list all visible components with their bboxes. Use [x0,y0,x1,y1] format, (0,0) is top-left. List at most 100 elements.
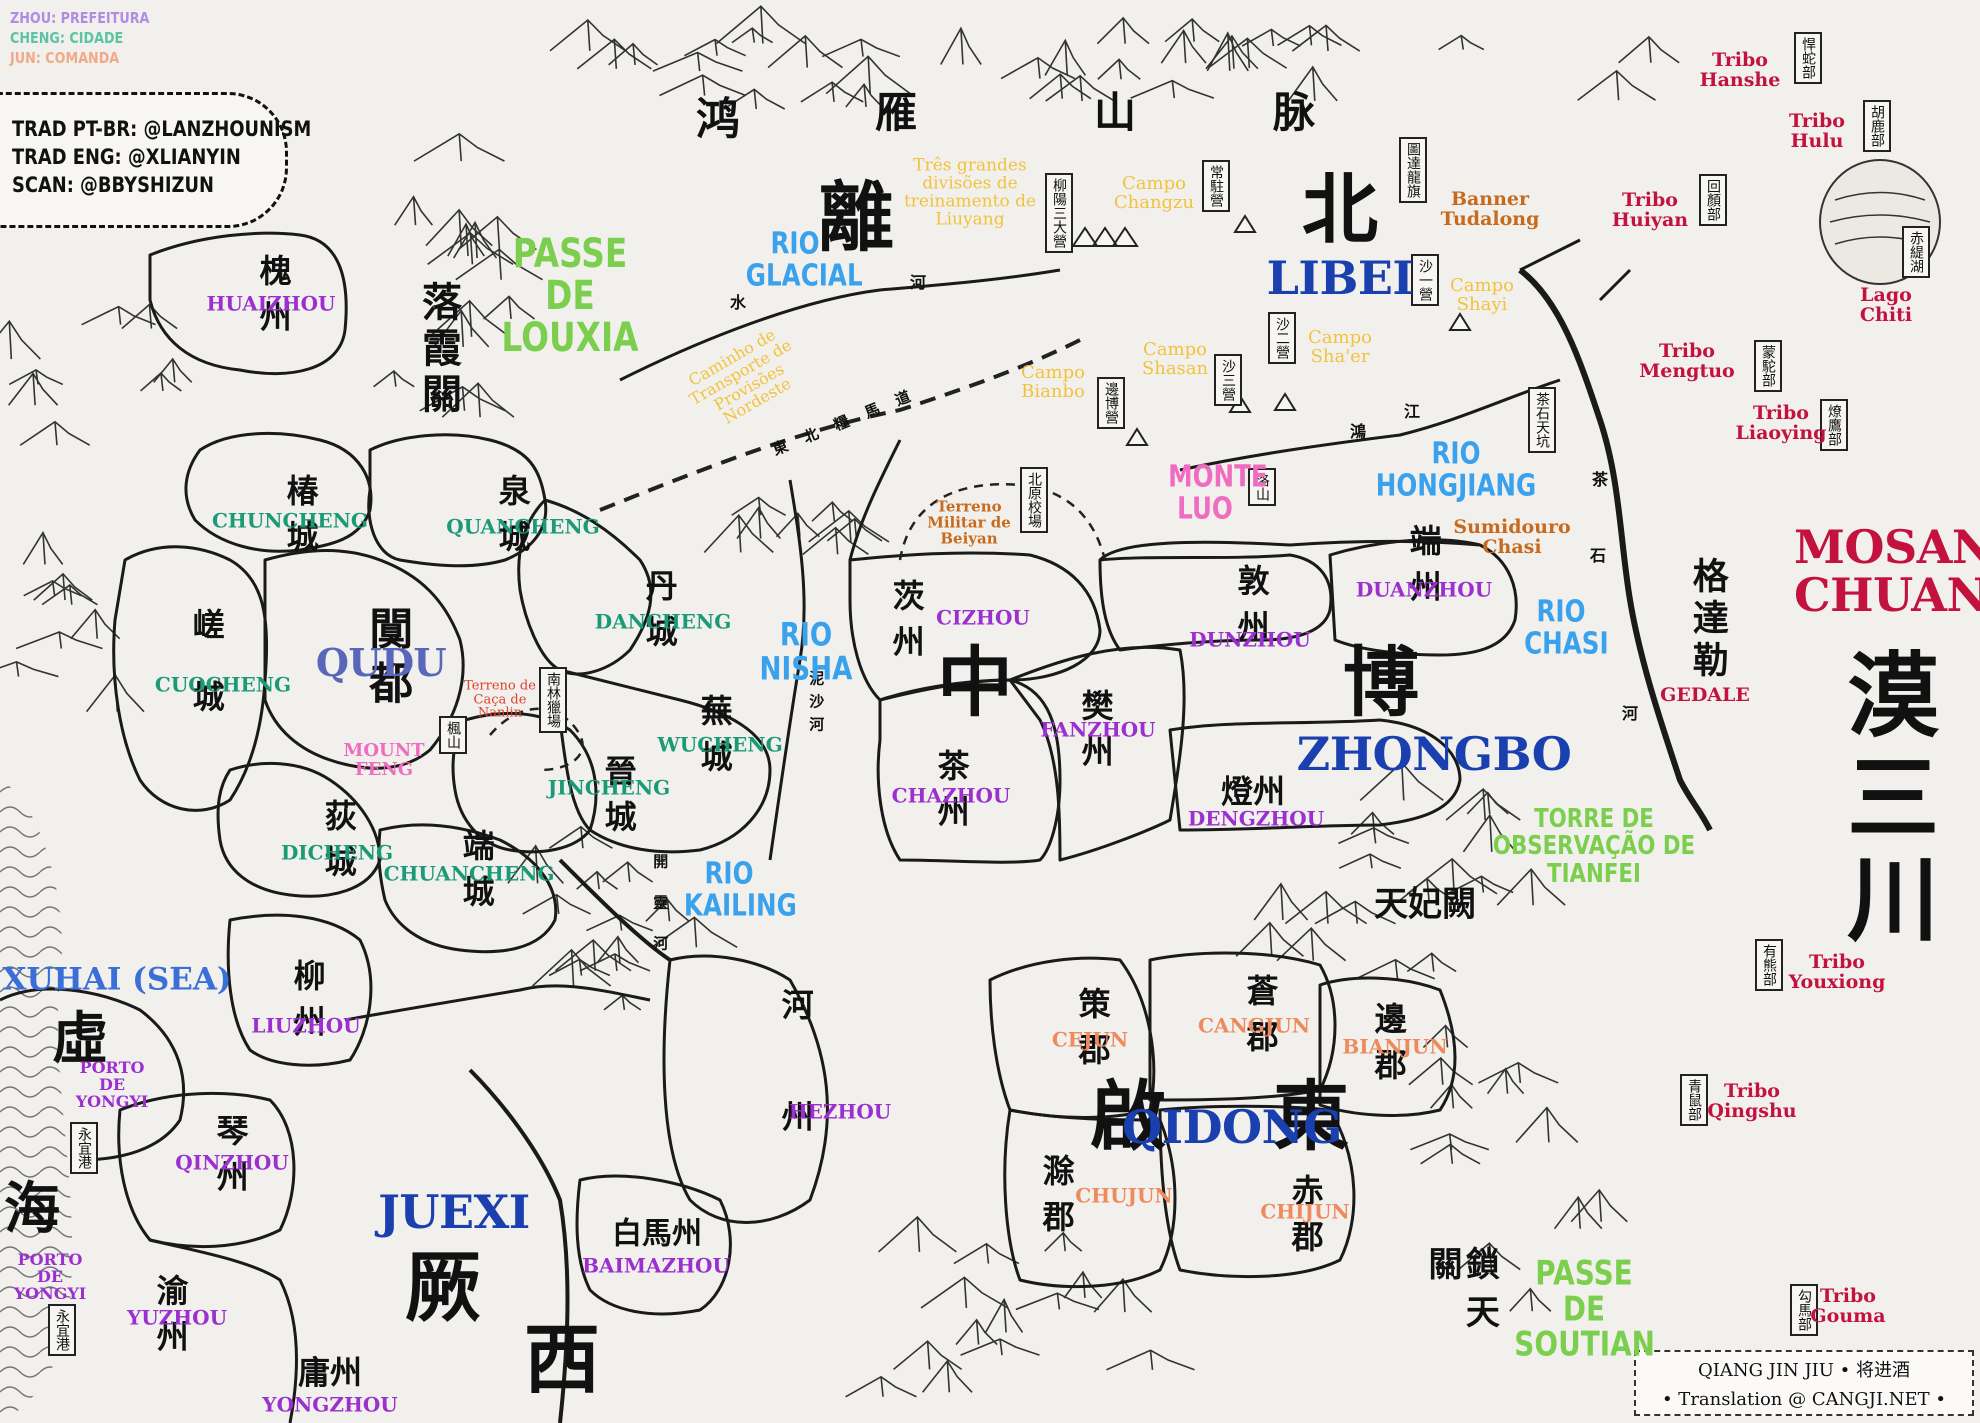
sea-area [0,780,73,1423]
camp-bianbo: Campo Bianbo [1021,362,1085,402]
plaque-shasan: 沙三營 [1214,354,1242,406]
mountain-peak [659,74,747,97]
beiyan-outline [898,483,1107,561]
mountain-peak [1015,1292,1100,1311]
plaque-youxiong: 有熊部 [1755,939,1783,991]
plaque-changzu: 常駐營 [1202,160,1230,212]
plaque-qingshu: 青鼠部 [1680,1074,1708,1126]
hanzi-jue: 厥 [405,1243,481,1333]
mountain-peak [441,382,515,418]
mountain-peak [1496,867,1566,906]
river-nisha-line [768,479,806,861]
glyph-shui: 水 [729,293,747,313]
zhou-huaizhou: HUAIZHOU [206,291,336,316]
cheng-chuancheng: CHUANCHENG [383,861,555,886]
tribe-hanshe: Tribo Hanshe [1699,49,1781,91]
jun-cangjun: CANGJUN [1198,1013,1310,1038]
mountain-peak [651,916,738,949]
zhou-yongzhou: YONGZHOU [262,1392,398,1417]
mountain-peak [433,309,490,348]
mountain-peak [1486,1067,1525,1095]
mountain-peak [1206,31,1249,72]
poi-tudalong: Banner Tudalong [1440,188,1540,230]
hanzi-dengzhou: 燈州 [1220,772,1286,811]
mountain-peak [1359,761,1444,802]
river-kailing: RIO KAILING [683,856,797,923]
mountain-peak [549,18,627,52]
hanzi-li: 離 [818,173,894,263]
pass-louxia: PASSE DE LOUXIA [501,231,639,361]
hanzi-tianfei: 天妃闕 [1374,884,1476,925]
mountain-peak [427,231,514,266]
mountain-peak [800,81,864,103]
hanzi-liuzhou: 柳州 [288,959,327,1051]
mountain-peak [1130,79,1215,99]
mountain-peak [684,38,746,57]
tribe-chiti: Lago Chiti [1859,284,1913,326]
mountain-peak [1044,1231,1083,1252]
mountain-peak [1314,900,1396,925]
mountain-peak [953,1242,1020,1265]
hanzi-hai: 海 [4,1176,60,1243]
mountain-peak [1406,857,1498,895]
plaque-liuyang: 柳陽三大營 [1045,173,1073,253]
mountain-peak [121,303,178,330]
hanzi-yongzhou: 庸州 [297,1353,363,1392]
mountain-peak [845,82,883,108]
footer-title: QIANG JIN JIU • 将进酒 [1697,1360,1911,1381]
credit-ptbr: TRAD PT-BR: @LANZHOUNISM [12,117,312,141]
mount-feng: MOUNT FENG [343,740,425,780]
poi-beiyan: Terreno Militar de Beiyan [927,497,1011,547]
plaque-gouma: 勾馬部 [1790,1284,1818,1336]
hanzi-dong: 東 [1273,1072,1349,1162]
mountain-peak [920,1276,1009,1309]
mountain-peak [1338,853,1402,869]
mountain-peak [608,42,658,66]
hunting-nanlin: Terreno de Caça de Nanlin [464,678,536,721]
mountain-peak [1406,952,1457,973]
hanzi-suotian: 鎖天關 [1422,1246,1500,1342]
region-mosan: MOSAN CHUAN [1794,520,1980,622]
plaque-hulu: 胡鹿部 [1863,100,1891,152]
mountain-peak [453,220,498,259]
glyph-shi: 石 [1589,546,1607,566]
cheng-quancheng: QUANCHENG [446,514,600,539]
hanzi-quancheng: 泉城 [493,474,532,566]
mountain-peak [70,608,121,640]
mountain-peak [394,195,433,226]
legend-zhou: ZHOU: PREFEITURA [10,9,150,27]
hanzi-chijun: 赤郡 [1286,1174,1325,1266]
cheng-chuncheng: CHUNCHENG [212,508,368,533]
hanzi-chazhou: 茶州 [932,749,971,841]
port-yongyi-2: PORTO DE YONGYI [13,1249,87,1303]
glyph-nisha: 泥沙河 [807,670,826,740]
mountain-peak [81,305,156,326]
hanzi-luoxia: 落霞關 [415,281,462,419]
glyph-jiang: 江 [1403,402,1421,422]
camp-shayi: Campo Shayi [1450,275,1514,315]
glyph-hong2: 鴻 [1349,422,1367,442]
legend-cheng: CHENG: CIDADE [10,29,124,47]
mountain-peak [808,509,890,543]
mountain-peak [1097,58,1141,80]
region-qudu: QUDU [315,640,447,686]
tribe-mengtuo: Tribo Mengtuo [1639,340,1735,382]
mountain-peak [1000,56,1076,80]
mountain-peak [1445,788,1521,821]
jun-cejun: CEJUN [1051,1027,1129,1052]
river-chasi: RIO CHASI [1524,594,1609,661]
mountain-peak [596,935,640,964]
mountain-peak [1438,34,1485,51]
mountain-peak [921,1359,973,1393]
cheng-cuocheng: CUOCHENG [154,672,292,697]
camp-liuyang: Três grandes divisões de treinamento de … [903,155,1037,229]
mountain-peak [428,299,511,338]
region-libei: LIBEI [1266,250,1414,305]
mountain-peak [548,958,611,977]
zhou-baimazhou: BAIMAZHOU [582,1253,730,1278]
zhou-dengzhou: DENGZHOU [1187,806,1325,831]
mountain-peak [1096,16,1150,45]
river-glacial-line [619,268,1061,382]
hanzi-jincheng: 晉城 [599,754,638,846]
region-xuhai: XUHAI (SEA) [2,961,232,998]
